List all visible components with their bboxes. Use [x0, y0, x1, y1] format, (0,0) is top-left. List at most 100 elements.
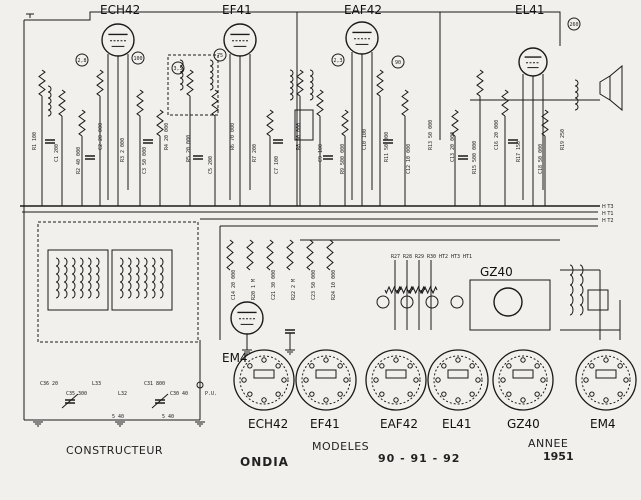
socket-pin [475, 377, 481, 383]
socket-pin [379, 363, 385, 369]
tube-label: GZ40 [480, 265, 513, 279]
component-label: R5 20 000 [186, 135, 192, 162]
socket-key [512, 369, 534, 379]
rail-label: H T2 [602, 218, 614, 224]
coil [119, 257, 124, 299]
socket-pin [469, 391, 475, 397]
component-label: R29 [415, 254, 424, 260]
component-label: R11 50 000 [384, 132, 390, 162]
tube-ech42 [101, 23, 135, 57]
voltage-circle-value: 75 [217, 53, 223, 59]
annee-value: 1951 [543, 450, 574, 463]
component-label: R2 40 000 [76, 147, 82, 174]
tube-el41 [518, 47, 548, 77]
coil [289, 69, 294, 101]
wire [60, 11, 561, 46]
component-label: C21 30 000 [271, 270, 277, 300]
test-point [425, 295, 439, 309]
component-label: C10 100 [362, 129, 368, 150]
socket-pin [261, 397, 267, 403]
tube-label: EF41 [222, 3, 252, 17]
socket-pin [441, 391, 447, 397]
component-label: R24 10 000 [331, 270, 337, 300]
voltage-circle [75, 53, 89, 67]
coil [79, 257, 84, 299]
resistor [296, 69, 304, 97]
rf-coil-block [37, 221, 199, 343]
socket-pin [337, 363, 343, 369]
socket-pin [520, 357, 526, 363]
voltage-circle-value: 2,3 [333, 58, 342, 64]
socket-pin [261, 357, 267, 363]
socket-pin [603, 357, 609, 363]
resistor [38, 69, 46, 97]
tube-gz40 [493, 287, 523, 317]
test-point [376, 295, 390, 309]
socket-pin [247, 391, 253, 397]
resistor [396, 285, 414, 295]
socket-pin [469, 363, 475, 369]
coil [209, 59, 214, 91]
component-label: R27 [391, 254, 400, 260]
socket-label: GZ40 [507, 417, 540, 431]
coil [179, 59, 184, 91]
voltage-circle [331, 53, 345, 67]
tube-socket [492, 349, 554, 411]
component-label: R17 150 [516, 141, 522, 162]
tube-socket [365, 349, 427, 411]
resistor [420, 285, 438, 295]
socket-pin [617, 363, 623, 369]
modeles-value: 90 - 91 - 92 [378, 452, 461, 465]
component-label: C16 20 000 [494, 120, 500, 150]
rectifier-block [469, 279, 551, 331]
socket-pin [455, 357, 461, 363]
socket-label: EAF42 [380, 417, 418, 431]
tube-socket [233, 349, 295, 411]
coil [47, 85, 52, 117]
resistor [541, 109, 549, 137]
tube-label: ECH42 [100, 3, 140, 17]
socket-key [253, 369, 275, 379]
wave-switch [111, 249, 173, 311]
component-label: R30 [427, 254, 436, 260]
if-transformer-can [294, 109, 314, 141]
socket-pin [303, 377, 309, 383]
resistor [476, 69, 484, 97]
resistor [384, 285, 402, 295]
wave-switch [47, 249, 109, 311]
speaker-icon [609, 64, 623, 112]
tube-label: EM4 [222, 351, 248, 365]
component-label: C1 200 [54, 144, 60, 162]
socket-pin [337, 391, 343, 397]
coil [143, 257, 148, 299]
coil [71, 257, 76, 299]
socket-pin [623, 377, 629, 383]
constructeur-value: ONDIA [240, 455, 289, 469]
resistor [58, 89, 66, 117]
component-label: C18 50 000 [538, 144, 544, 174]
resistor [78, 109, 86, 137]
component-label: C35 300 [66, 391, 87, 397]
socket-pin [534, 391, 540, 397]
coil [95, 257, 100, 299]
coil [574, 79, 579, 111]
voltage-circle-value: 100 [133, 56, 142, 62]
component-label: R6 70 000 [230, 123, 236, 150]
voltage-circle-value: 2,8 [77, 58, 86, 64]
coil [127, 257, 132, 299]
component-label: R9 500 000 [340, 144, 346, 174]
resistor [96, 69, 104, 97]
tube-label: EAF42 [344, 3, 382, 17]
resistor [286, 239, 294, 271]
component-label: HT1 [463, 254, 472, 260]
socket-pin [275, 363, 281, 369]
variable-capacitor [151, 393, 169, 409]
socket-pin [435, 377, 441, 383]
component-label: C5 200 [208, 156, 214, 174]
rail-label: H T1 [602, 211, 614, 217]
coil [569, 264, 574, 316]
resistor [266, 239, 274, 271]
component-label: R1 100 [32, 132, 38, 150]
